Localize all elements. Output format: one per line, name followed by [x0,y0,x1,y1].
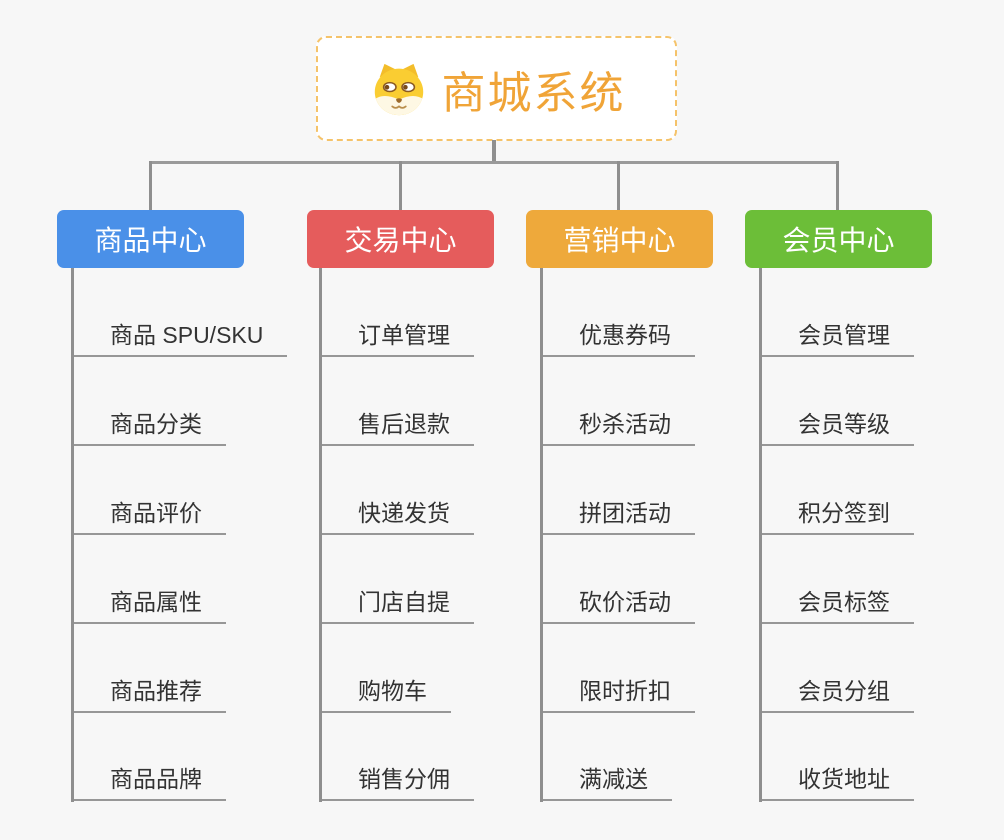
leaf-topic[interactable]: 拼团活动 [543,499,695,535]
branch-children-marketing: 优惠券码 秒杀活动 拼团活动 砍价活动 限时折扣 满减送 [540,268,775,802]
branch-topic-marketing-center[interactable]: 营销中心 [526,210,713,268]
root-topic[interactable]: 商城系统 [316,36,677,141]
leaf-topic[interactable]: 商品推荐 [74,677,226,713]
branch-children-trade: 订单管理 售后退款 快递发货 门店自提 购物车 销售分佣 [319,268,554,802]
branch-topic-member-center[interactable]: 会员中心 [745,210,932,268]
drop-connector-member [836,161,839,210]
drop-connector-marketing [617,161,620,210]
leaf-topic[interactable]: 商品品牌 [74,765,226,801]
branch-children-product: 商品 SPU/SKU 商品分类 商品评价 商品属性 商品推荐 商品品牌 [71,268,306,802]
leaf-topic[interactable]: 积分签到 [762,499,914,535]
leaf-topic[interactable]: 订单管理 [322,321,474,357]
leaf-topic[interactable]: 会员标签 [762,588,914,624]
leaf-topic[interactable]: 秒杀活动 [543,410,695,446]
leaf-topic[interactable]: 收货地址 [762,765,914,801]
leaf-topic[interactable]: 会员等级 [762,410,914,446]
root-stem-connector [492,140,496,164]
leaf-topic[interactable]: 售后退款 [322,410,474,446]
branch-topic-trade-center[interactable]: 交易中心 [307,210,494,268]
leaf-topic[interactable]: 会员管理 [762,321,914,357]
branch-topic-product-center[interactable]: 商品中心 [57,210,244,268]
leaf-topic[interactable]: 购物车 [322,677,451,713]
leaf-topic[interactable]: 门店自提 [322,588,474,624]
leaf-topic[interactable]: 商品属性 [74,588,226,624]
leaf-topic[interactable]: 限时折扣 [543,677,695,713]
leaf-topic[interactable]: 优惠券码 [543,321,695,357]
leaf-topic[interactable]: 快递发货 [322,499,474,535]
drop-connector-product [149,161,152,210]
drop-connector-trade [399,161,402,210]
root-topic-title: 商城系统 [441,68,626,118]
leaf-topic[interactable]: 会员分组 [762,677,914,713]
leaf-topic[interactable]: 销售分佣 [322,765,474,801]
leaf-topic[interactable]: 商品评价 [74,499,226,535]
leaf-topic[interactable]: 满减送 [543,765,672,801]
shiba-dog-face-icon [374,63,423,115]
leaf-topic[interactable]: 商品分类 [74,410,226,446]
branch-children-member: 会员管理 会员等级 积分签到 会员标签 会员分组 收货地址 [759,268,994,802]
leaf-topic[interactable]: 砍价活动 [543,588,695,624]
branch-bus-connector [149,161,839,164]
leaf-topic[interactable]: 商品 SPU/SKU [74,321,288,357]
